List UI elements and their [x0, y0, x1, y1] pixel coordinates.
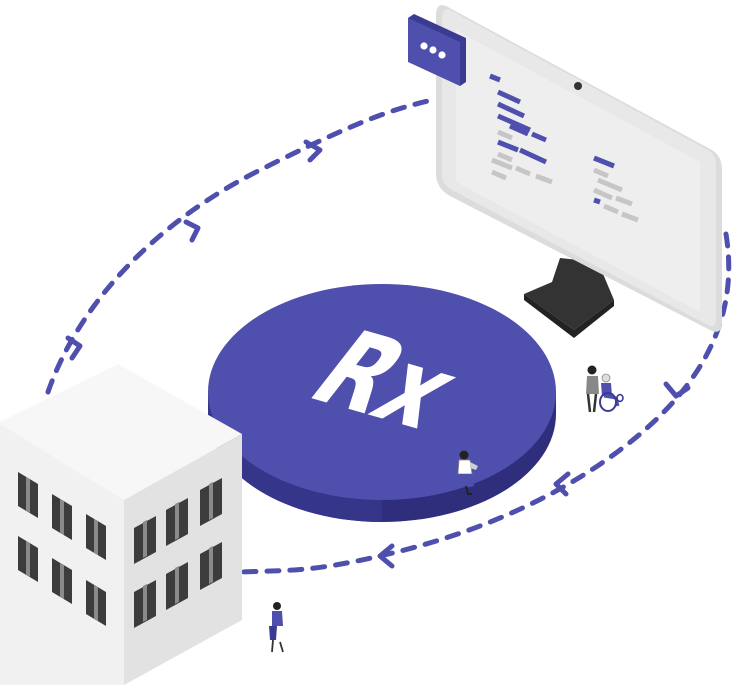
arrowhead [65, 335, 83, 361]
arrowhead [377, 543, 395, 569]
person-sitting [457, 450, 478, 495]
rx-disc-top [208, 284, 556, 500]
camera-icon [574, 82, 582, 90]
monitor-stand-base [524, 294, 614, 338]
rx-disc: Rx [208, 284, 556, 522]
rx-disc-side-light [208, 392, 382, 522]
arrowhead [553, 471, 571, 497]
monitor-stand [524, 258, 614, 330]
office-building [0, 364, 242, 685]
code-block-left [489, 73, 553, 185]
arrowhead [183, 219, 201, 243]
arc-right [239, 231, 732, 575]
code-block-right [592, 155, 639, 223]
arrowhead [663, 381, 691, 399]
chat-bubble-icon [408, 14, 466, 86]
monitor [436, 5, 722, 338]
arrowhead [303, 139, 323, 163]
person-walking [269, 602, 284, 653]
people-with-wheelchair [586, 365, 624, 413]
arc-upper-left [45, 97, 435, 395]
building-roof [0, 364, 242, 500]
cycle-arrows-icon [45, 97, 732, 575]
